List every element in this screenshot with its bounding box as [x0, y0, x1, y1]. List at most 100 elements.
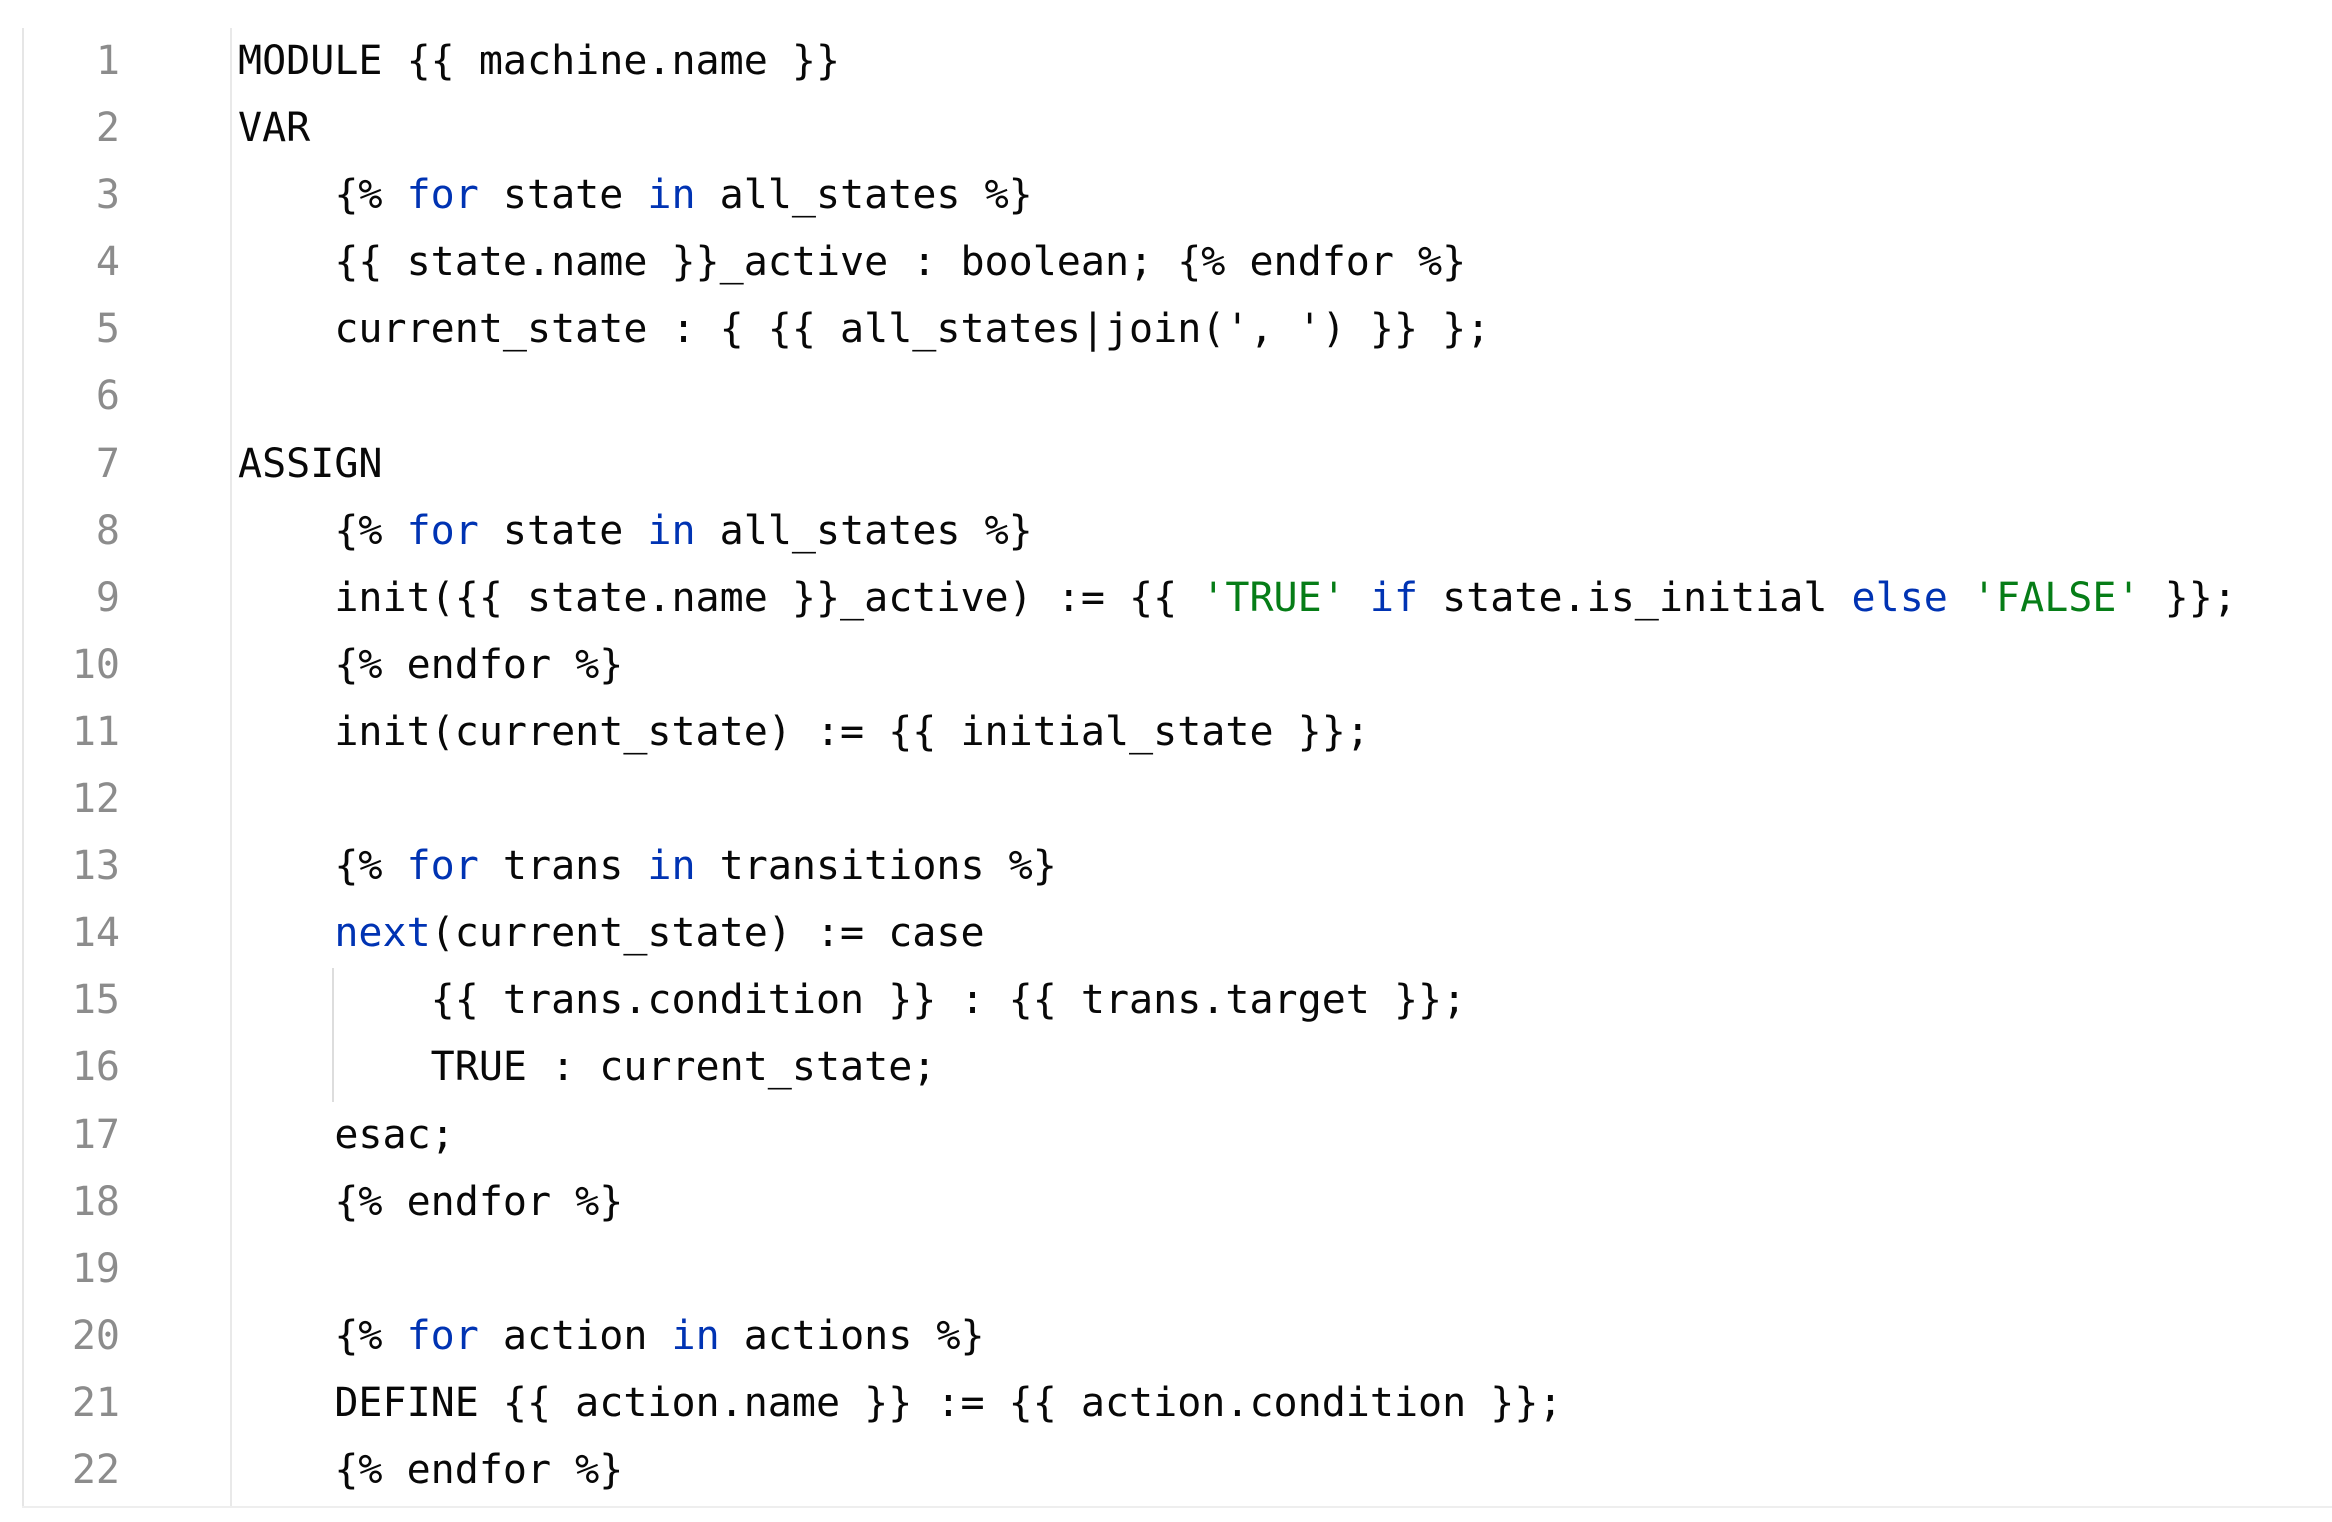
code-line-22[interactable]: 22 {% endfor %}	[0, 1437, 2332, 1504]
line-number: 3	[95, 172, 120, 219]
line-number: 13	[71, 843, 120, 890]
code-line-20[interactable]: 20 {% for action in actions %}	[0, 1303, 2332, 1370]
code-token: init({{ state.name }}_active) := {{	[238, 574, 1202, 621]
line-number: 6	[95, 373, 120, 420]
code-token: {% endfor %}	[238, 641, 624, 688]
editor-bottom-border	[22, 1506, 2332, 1508]
line-number: 7	[95, 440, 120, 487]
code-line-2[interactable]: 2 VAR	[0, 95, 2332, 162]
code-line-15[interactable]: 15 {{ trans.condition }} : {{ trans.targ…	[0, 967, 2332, 1034]
code-token: DEFINE {{ action.name }} := {{ action.co…	[238, 1379, 1563, 1426]
code-line-8[interactable]: 8 {% for state in all_states %}	[0, 498, 2332, 565]
line-number: 9	[95, 574, 120, 621]
string-token: 'TRUE'	[1201, 574, 1346, 621]
line-code: {% endfor %}	[238, 1169, 623, 1236]
line-number: 1	[95, 38, 120, 84]
editor-left-border	[22, 28, 24, 1506]
gutter-divider	[230, 28, 232, 1506]
code-token: {%	[238, 172, 407, 219]
code-line-5[interactable]: 5 current_state : { {{ all_states|join('…	[0, 296, 2332, 363]
code-token: {% endfor %}	[238, 1446, 624, 1493]
keyword-token: for	[406, 843, 479, 890]
keyword-token: if	[1369, 574, 1419, 621]
line-number: 12	[71, 776, 120, 823]
keyword-token: in	[671, 1312, 720, 1359]
line-code: MODULE {{ machine.name }}	[238, 28, 840, 95]
keyword-token: for	[406, 507, 479, 554]
line-code: {% for state in all_states %}	[238, 162, 1033, 229]
code-line-12[interactable]: 12	[0, 766, 2332, 833]
code-line-9[interactable]: 9 init({{ state.name }}_active) := {{ 'T…	[0, 565, 2332, 632]
string-token: 'FALSE'	[1971, 574, 2141, 621]
code-token: state.is_initial	[1418, 574, 1852, 621]
code-line-7[interactable]: 7 ASSIGN	[0, 431, 2332, 498]
code-token: VAR	[238, 105, 311, 152]
line-number: 4	[95, 239, 120, 286]
code-token: }};	[2140, 574, 2237, 621]
line-number: 15	[71, 977, 120, 1024]
line-code: ASSIGN	[238, 431, 383, 498]
code-token: {% endfor %}	[238, 1178, 624, 1225]
line-number: 20	[71, 1312, 120, 1359]
code-line-3[interactable]: 3 {% for state in all_states %}	[0, 162, 2332, 229]
line-code: {% endfor %}	[238, 632, 623, 699]
code-line-6[interactable]: 6	[0, 363, 2332, 430]
line-code: {% for action in actions %}	[238, 1303, 985, 1370]
line-code: TRUE : current_state;	[238, 1034, 937, 1101]
code-line-10[interactable]: 10 {% endfor %}	[0, 632, 2332, 699]
code-token: all_states %}	[695, 172, 1033, 219]
code-line-14[interactable]: 14 next(current_state) := case	[0, 900, 2332, 967]
code-line-16[interactable]: 16 TRUE : current_state;	[0, 1034, 2332, 1101]
line-number: 11	[71, 708, 120, 755]
line-code: esac;	[238, 1102, 454, 1169]
line-code: init(current_state) := {{ initial_state …	[238, 699, 1370, 766]
keyword-token: for	[406, 172, 479, 219]
code-line-4[interactable]: 4 {{ state.name }}_active : boolean; {% …	[0, 229, 2332, 296]
code-token	[238, 910, 334, 956]
code-token: all_states %}	[695, 507, 1033, 554]
code-line-19[interactable]: 19	[0, 1236, 2332, 1303]
line-code: {% for trans in transitions %}	[238, 833, 1057, 900]
line-code: {% for state in all_states %}	[238, 498, 1033, 565]
code-line-21[interactable]: 21 DEFINE {{ action.name }} := {{ action…	[0, 1370, 2332, 1437]
keyword-token: next	[334, 910, 431, 957]
keyword-token: else	[1851, 574, 1948, 621]
code-token: MODULE {{ machine.name }}	[238, 38, 841, 84]
code-token: trans	[478, 843, 648, 890]
code-token: {{ state.name }}_active : boolean; {% en…	[238, 239, 1467, 286]
line-code: {% endfor %}	[238, 1437, 623, 1504]
line-code: DEFINE {{ action.name }} := {{ action.co…	[238, 1370, 1563, 1437]
code-token: actions %}	[719, 1312, 985, 1359]
code-token: {%	[238, 1312, 407, 1359]
code-line-11[interactable]: 11 init(current_state) := {{ initial_sta…	[0, 699, 2332, 766]
code-token: {{ trans.condition }} : {{ trans.target …	[238, 977, 1467, 1024]
line-number: 2	[95, 105, 120, 152]
code-token: init(current_state) := {{ initial_state …	[238, 708, 1370, 755]
line-code: {{ trans.condition }} : {{ trans.target …	[238, 967, 1467, 1034]
line-number: 22	[71, 1446, 120, 1493]
code-token	[1948, 575, 1972, 621]
code-token: transitions %}	[695, 843, 1057, 890]
line-number: 17	[71, 1111, 120, 1158]
keyword-token: in	[647, 172, 696, 219]
code-lines: 1 MODULE {{ machine.name }} 2 VAR 3 {% for s…	[0, 28, 2332, 1504]
line-number: 8	[95, 507, 120, 554]
line-code: init({{ state.name }}_active) := {{ 'TRU…	[238, 565, 2237, 632]
keyword-token: in	[647, 843, 696, 890]
line-number: 21	[71, 1379, 120, 1426]
line-code: {{ state.name }}_active : boolean; {% en…	[238, 229, 1466, 296]
code-token: state	[478, 507, 648, 554]
line-number: 5	[95, 306, 120, 353]
line-code: current_state : { {{ all_states|join(', …	[238, 296, 1490, 363]
code-line-1[interactable]: 1 MODULE {{ machine.name }}	[0, 28, 2332, 95]
code-line-18[interactable]: 18 {% endfor %}	[0, 1169, 2332, 1236]
code-line-13[interactable]: 13 {% for trans in transitions %}	[0, 833, 2332, 900]
line-number: 10	[71, 641, 120, 688]
code-token: ASSIGN	[238, 440, 383, 487]
code-token: {%	[238, 507, 407, 554]
code-line-17[interactable]: 17 esac;	[0, 1102, 2332, 1169]
code-token: state	[478, 172, 648, 219]
code-token: {%	[238, 843, 407, 890]
line-number: 19	[71, 1245, 120, 1292]
